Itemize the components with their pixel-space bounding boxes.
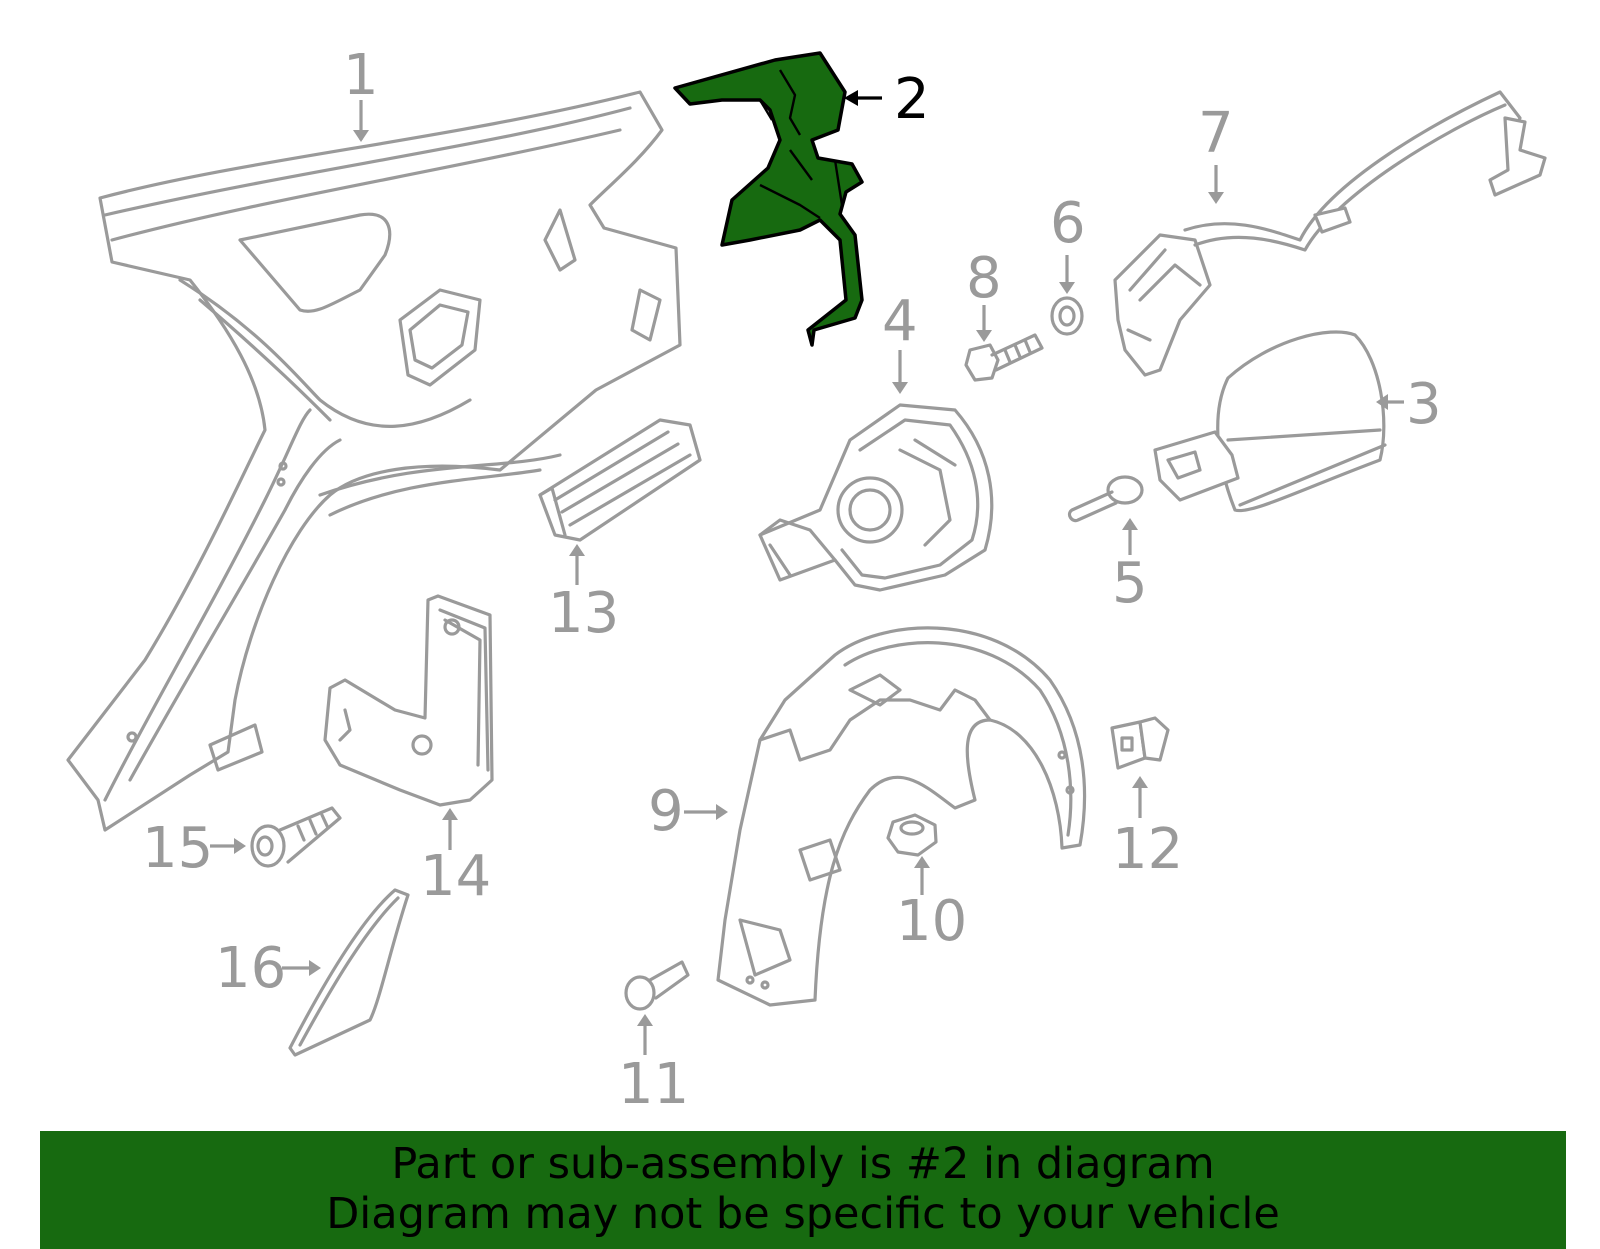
parts-diagram: 1 2 3 4 5 6: [66, 43, 1547, 1117]
callout-9: 9: [648, 779, 684, 844]
part-13-trim-pad[interactable]: [538, 418, 702, 542]
banner-line-1: Part or sub-assembly is #2 in diagram: [391, 1139, 1215, 1189]
arrowhead-6: [1059, 282, 1075, 294]
callout-15: 15: [142, 816, 213, 881]
part-3-fuel-door[interactable]: [1153, 330, 1387, 513]
part-15-screw[interactable]: [250, 806, 342, 868]
arrowhead-16: [309, 960, 321, 976]
arrowhead-5: [1122, 518, 1138, 530]
part-10-nut[interactable]: [886, 813, 938, 857]
arrowhead-1: [353, 130, 369, 142]
info-banner: Part or sub-assembly is #2 in diagram Di…: [40, 1131, 1566, 1249]
part-2-bracket-highlighted[interactable]: [673, 51, 864, 347]
part-11-push-pin[interactable]: [624, 960, 690, 1011]
arrowhead-11: [637, 1014, 653, 1026]
callout-13: 13: [548, 581, 619, 646]
callout-16: 16: [215, 936, 286, 1001]
part-1-quarter-panel[interactable]: [66, 90, 682, 832]
arrowhead-3: [1376, 394, 1388, 410]
arrowhead-14: [442, 808, 458, 820]
part-4-filler-housing[interactable]: [758, 403, 994, 592]
callout-10: 10: [896, 889, 967, 954]
callout-14: 14: [420, 844, 491, 909]
callout-5: 5: [1112, 551, 1148, 616]
arrowhead-4: [892, 382, 908, 394]
callout-1: 1: [343, 43, 379, 108]
banner-line-2: Diagram may not be specific to your vehi…: [326, 1189, 1280, 1239]
arrowhead-7: [1208, 192, 1224, 204]
arrowhead-10: [914, 856, 930, 868]
part-8-bolt[interactable]: [964, 333, 1044, 382]
callout-3: 3: [1406, 372, 1442, 437]
arrowhead-9: [716, 804, 728, 820]
arrowhead-13: [569, 544, 585, 556]
part-9-wheel-liner[interactable]: [716, 626, 1087, 1007]
arrowhead-2: [844, 90, 858, 106]
part-16-trim-strip[interactable]: [288, 888, 410, 1057]
part-14-mud-guard[interactable]: [323, 594, 494, 807]
arrowhead-8: [976, 330, 992, 342]
part-5-pin[interactable]: [1067, 475, 1144, 523]
callout-4: 4: [882, 289, 918, 354]
callout-7: 7: [1198, 101, 1234, 166]
part-6-washer[interactable]: [1050, 296, 1084, 336]
callout-12: 12: [1112, 817, 1183, 882]
callout-6: 6: [1050, 191, 1086, 256]
part-7-actuator-cable[interactable]: [1113, 90, 1547, 377]
callout-8: 8: [966, 246, 1002, 311]
arrowhead-15: [234, 838, 246, 854]
arrowhead-12: [1132, 776, 1148, 788]
callout-11: 11: [618, 1052, 689, 1117]
part-12-clip[interactable]: [1110, 716, 1170, 770]
callout-2: 2: [894, 67, 930, 132]
